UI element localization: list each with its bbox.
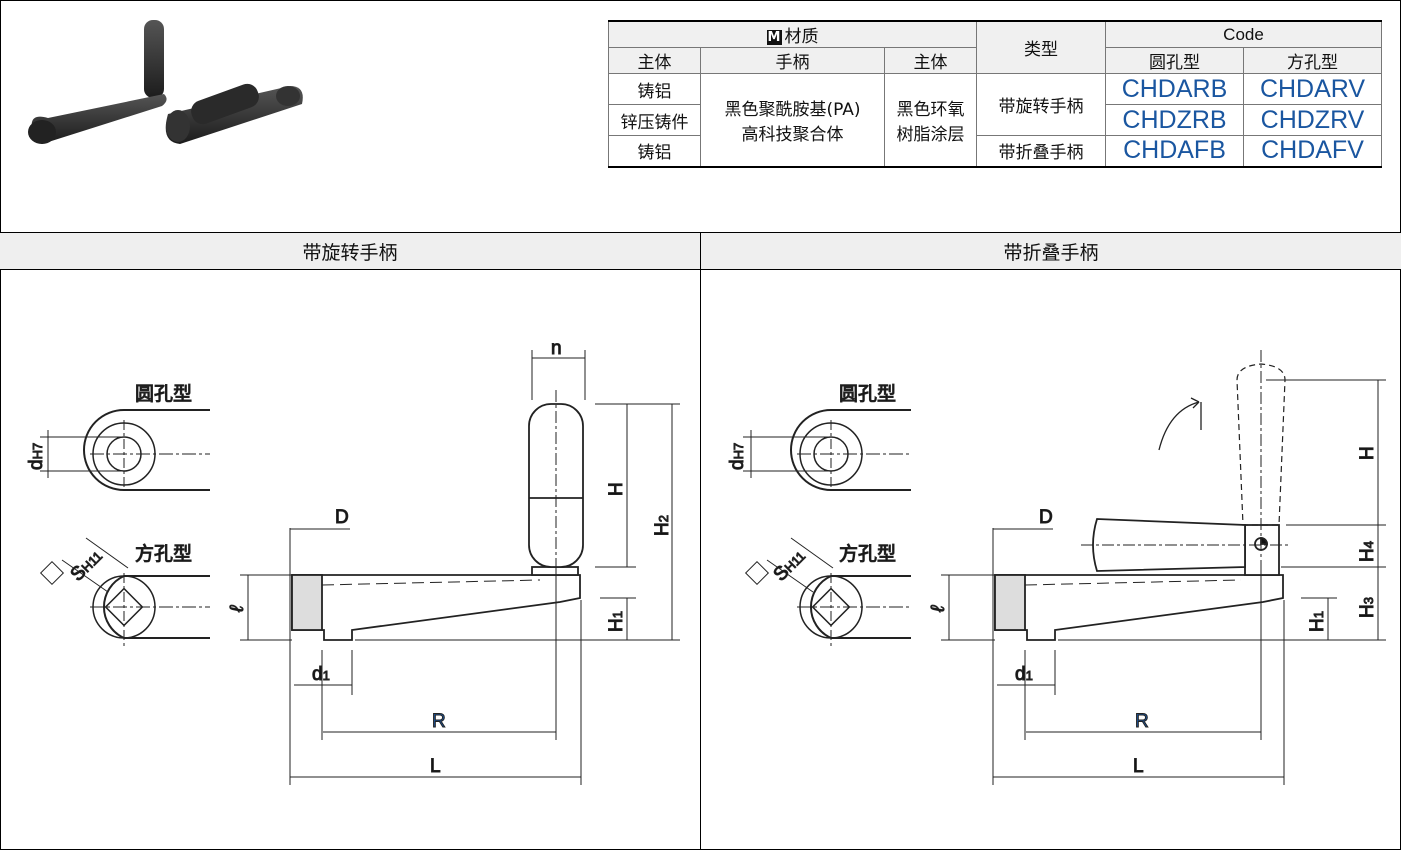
svg-text:L: L xyxy=(430,756,441,777)
left-section-title: 带旋转手柄 xyxy=(0,233,700,270)
svg-text:d1: d1 xyxy=(312,664,330,685)
code-r1-round[interactable]: CHDARB xyxy=(1105,73,1244,105)
svg-text:SH11: SH11 xyxy=(67,546,107,586)
sub-round: 圆孔型 xyxy=(1105,47,1244,74)
dimension-lines-right xyxy=(941,379,1386,785)
svg-text:D: D xyxy=(1039,507,1053,528)
folding-handle-drawing: 圆孔型 dH7 方孔型 SH11 xyxy=(727,350,1386,785)
code-r3-square[interactable]: CHDAFV xyxy=(1243,135,1382,167)
svg-text:H2: H2 xyxy=(652,515,673,536)
material-icon: M xyxy=(766,30,782,45)
svg-text:H1: H1 xyxy=(606,611,627,632)
svg-text:ℓ: ℓ xyxy=(227,605,248,613)
svg-text:圆孔型: 圆孔型 xyxy=(135,383,192,405)
svg-text:H4: H4 xyxy=(1357,541,1378,562)
svg-text:n: n xyxy=(551,338,562,359)
svg-text:R: R xyxy=(432,711,446,732)
svg-text:SH11: SH11 xyxy=(770,546,810,586)
section-vertical-divider xyxy=(700,233,701,850)
product-photo xyxy=(28,20,303,144)
sub-body: 主体 xyxy=(608,47,701,74)
rotating-handle-drawing: 圆孔型 dH7 方孔型 SH11 n H H2 xyxy=(26,338,680,785)
sub-body2: 主体 xyxy=(884,47,977,74)
crank-arm xyxy=(291,390,584,641)
svg-text:L: L xyxy=(1133,756,1144,777)
code-header: Code xyxy=(1105,20,1382,48)
round-hole-detail-right xyxy=(743,409,911,491)
type-header: 类型 xyxy=(976,20,1106,74)
code-r3-round[interactable]: CHDAFB xyxy=(1105,135,1244,167)
code-r2-round[interactable]: CHDZRB xyxy=(1105,104,1244,136)
section-divider xyxy=(0,232,1401,233)
svg-text:H: H xyxy=(1357,446,1378,460)
grip-2 xyxy=(191,83,259,125)
folding-crank-arm xyxy=(994,350,1291,641)
svg-text:H3: H3 xyxy=(1357,597,1378,618)
dimension-lines xyxy=(240,350,680,785)
svg-text:方孔型: 方孔型 xyxy=(839,543,896,565)
svg-text:dH7: dH7 xyxy=(727,443,748,470)
round-hole-detail xyxy=(40,409,210,491)
svg-text:圆孔型: 圆孔型 xyxy=(839,383,896,405)
svg-text:H1: H1 xyxy=(1307,611,1328,632)
svg-text:dH7: dH7 xyxy=(26,443,47,470)
svg-text:H: H xyxy=(606,482,627,496)
arm-2 xyxy=(165,86,303,144)
code-r2-square[interactable]: CHDZRV xyxy=(1243,104,1382,136)
svg-text:ℓ: ℓ xyxy=(928,605,949,613)
square-hole-detail xyxy=(39,537,210,648)
square-hole-detail-right xyxy=(744,537,911,648)
arm-1 xyxy=(31,94,167,144)
svg-text:d1: d1 xyxy=(1015,664,1033,685)
type-folding: 带折叠手柄 xyxy=(976,135,1106,167)
right-section-title: 带折叠手柄 xyxy=(701,233,1401,270)
svg-text:D: D xyxy=(335,507,349,528)
code-r1-square[interactable]: CHDARV xyxy=(1243,73,1382,105)
handle-material: 黑色聚酰胺基(PA)高科技聚合体 xyxy=(700,73,885,167)
grip-1 xyxy=(144,20,164,98)
sub-handle: 手柄 xyxy=(700,47,885,74)
row1-body: 铸铝 xyxy=(608,73,701,105)
svg-text:R: R xyxy=(1135,711,1149,732)
svg-text:方孔型: 方孔型 xyxy=(135,543,192,565)
row2-body: 锌压铸件 xyxy=(608,104,701,136)
row3-body: 铸铝 xyxy=(608,135,701,167)
surface: 黑色环氧树脂涂层 xyxy=(884,73,977,167)
sub-square: 方孔型 xyxy=(1243,47,1382,74)
type-rotating: 带旋转手柄 xyxy=(976,73,1106,136)
